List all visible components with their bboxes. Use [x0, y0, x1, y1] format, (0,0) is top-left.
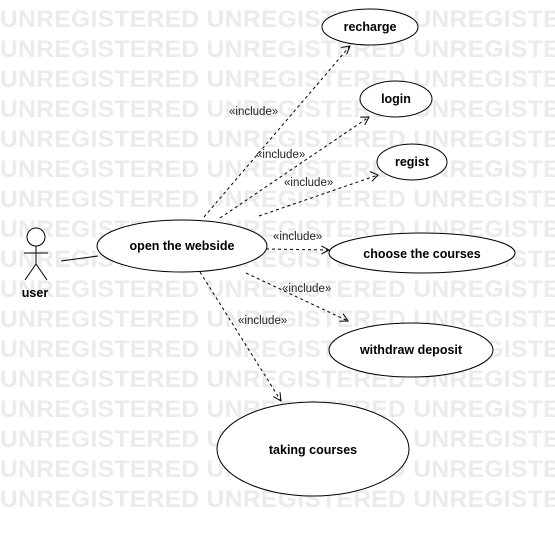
include-line: [203, 45, 351, 218]
arrow-head: [321, 245, 331, 255]
include-line: [219, 116, 370, 219]
usecase-label: open the webside: [130, 239, 235, 253]
usecase-ellipse: [96, 219, 268, 273]
arrow-head: [369, 171, 379, 182]
include-recharge[interactable]: «include»: [203, 45, 351, 218]
usecase-label: withdraw deposit: [359, 343, 463, 357]
usecase-label: regist: [395, 155, 430, 169]
include-line: [199, 271, 282, 402]
include-label: «include»: [229, 106, 278, 118]
actor-label: user: [22, 286, 49, 300]
usecase-label: recharge: [344, 20, 397, 34]
usecase-recharge[interactable]: recharge: [321, 8, 419, 46]
arrow-head: [339, 313, 349, 322]
usecase-ellipse: [216, 401, 410, 497]
usecase-ellipse: [321, 8, 419, 46]
actor-user[interactable]: user: [22, 227, 49, 300]
include-taking[interactable]: «include»: [199, 271, 287, 402]
usecase-ellipse: [328, 232, 516, 274]
include-line: [245, 272, 349, 322]
actor-right-leg: [35, 263, 48, 281]
include-line: [265, 248, 330, 251]
include-label: «include»: [256, 149, 305, 161]
usecase-label: taking courses: [269, 443, 357, 457]
association-line: [60, 255, 99, 262]
arrow-head: [273, 392, 282, 402]
usecase-regist[interactable]: regist: [376, 143, 448, 181]
usecase-taking-courses[interactable]: taking courses: [216, 401, 410, 497]
usecase-ellipse: [376, 143, 448, 181]
arrow-head: [360, 116, 370, 126]
include-label: «include»: [284, 177, 333, 189]
include-label: «include»: [273, 231, 322, 243]
actor-head: [26, 227, 46, 247]
include-choose[interactable]: «include»: [265, 231, 331, 255]
include-regist[interactable]: «include»: [258, 171, 379, 217]
usecase-choose-the-courses[interactable]: choose the courses: [328, 232, 516, 274]
usecase-label: choose the courses: [363, 247, 480, 261]
usecase-ellipse: [328, 322, 494, 378]
include-withdraw[interactable]: «include»: [245, 272, 349, 322]
usecase-login[interactable]: login: [359, 80, 433, 118]
include-line: [258, 174, 379, 217]
usecase-open-the-webside[interactable]: open the webside: [96, 219, 268, 273]
actor-left-leg: [24, 263, 37, 281]
include-label: «include»: [238, 315, 287, 327]
include-login[interactable]: «include»: [219, 116, 370, 219]
usecase-label: login: [381, 92, 411, 106]
include-label: «include»: [282, 283, 331, 295]
usecase-withdraw-deposit[interactable]: withdraw deposit: [328, 322, 494, 378]
usecase-ellipse: [359, 80, 433, 118]
arrow-head: [341, 45, 351, 55]
